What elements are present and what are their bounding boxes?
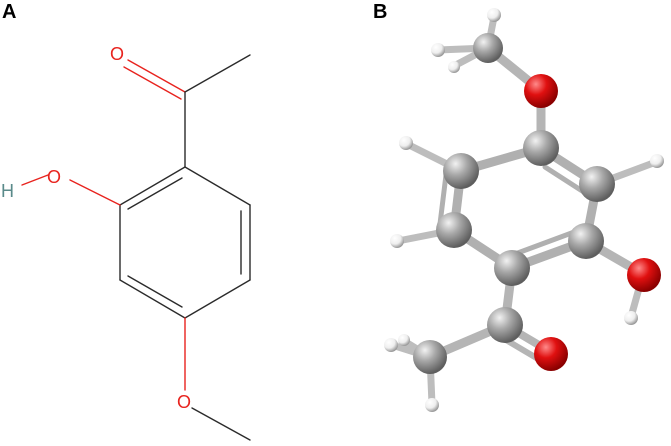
bond-ring-c3-c4 <box>119 279 186 319</box>
bond-carbonyl-methyl <box>184 54 251 93</box>
atom-carbon-ring <box>436 212 472 248</box>
bond-ring-c1-c2-inner <box>127 177 183 210</box>
atom-labels-2d: O O H O <box>1 44 191 412</box>
atom-hydrogen <box>448 61 460 73</box>
atom-oxygen-carbonyl <box>534 337 568 371</box>
bond-carbonyl-oxygen-2 <box>123 66 182 100</box>
bond-carbonyl-oxygen-1 <box>127 59 186 93</box>
atom-hydrogen <box>398 334 410 346</box>
atom-hydrogen <box>487 8 501 22</box>
atom-carbon-methoxy <box>473 33 503 63</box>
atom-label-carbonyl-oxygen: O <box>110 44 124 64</box>
atom-carbon-ring <box>523 130 559 166</box>
atom-carbon-carbonyl <box>487 307 523 343</box>
bond-methoxy-methyl <box>191 407 251 441</box>
bond-ring-c6-c1 <box>184 166 251 206</box>
atom-hydrogen <box>384 338 398 352</box>
atom-hydrogen <box>624 311 638 325</box>
bond-oxygen-hydrogen <box>21 174 49 186</box>
bond-ring-c4-c5 <box>184 279 251 319</box>
atom-hydrogen <box>650 154 664 168</box>
bonds-2d <box>21 54 251 441</box>
atom-carbon-ring <box>568 223 604 259</box>
atom-label-hydroxyl-hydrogen: H <box>1 181 14 201</box>
atom-carbon-ring <box>494 250 530 286</box>
atom-oxygen-methoxy <box>524 74 558 108</box>
panel-label-a: A <box>2 1 17 23</box>
atom-hydrogen <box>431 43 445 57</box>
atom-label-hydroxyl-oxygen: O <box>47 167 61 187</box>
ball-and-stick-model-3d <box>384 8 664 412</box>
bond-ring-c3-c4-inner <box>127 275 183 308</box>
atom-oxygen-hydroxyl <box>627 258 661 292</box>
skeletal-structure-2d: O O H O <box>1 44 251 441</box>
atom-label-methoxy-oxygen: O <box>177 392 191 412</box>
atom-carbon-ring <box>579 166 615 202</box>
atom-hydrogen <box>390 234 404 248</box>
bond-ring-hydroxyl <box>69 179 121 206</box>
atom-carbon-ring <box>443 153 479 189</box>
atom-carbon-acetyl-methyl <box>413 340 447 374</box>
atom-hydrogen <box>399 136 413 150</box>
bond-ring-c1-c2 <box>119 166 186 206</box>
panel-label-b: B <box>373 1 388 23</box>
atom-hydrogen <box>425 398 439 412</box>
atoms-3d <box>384 8 664 412</box>
